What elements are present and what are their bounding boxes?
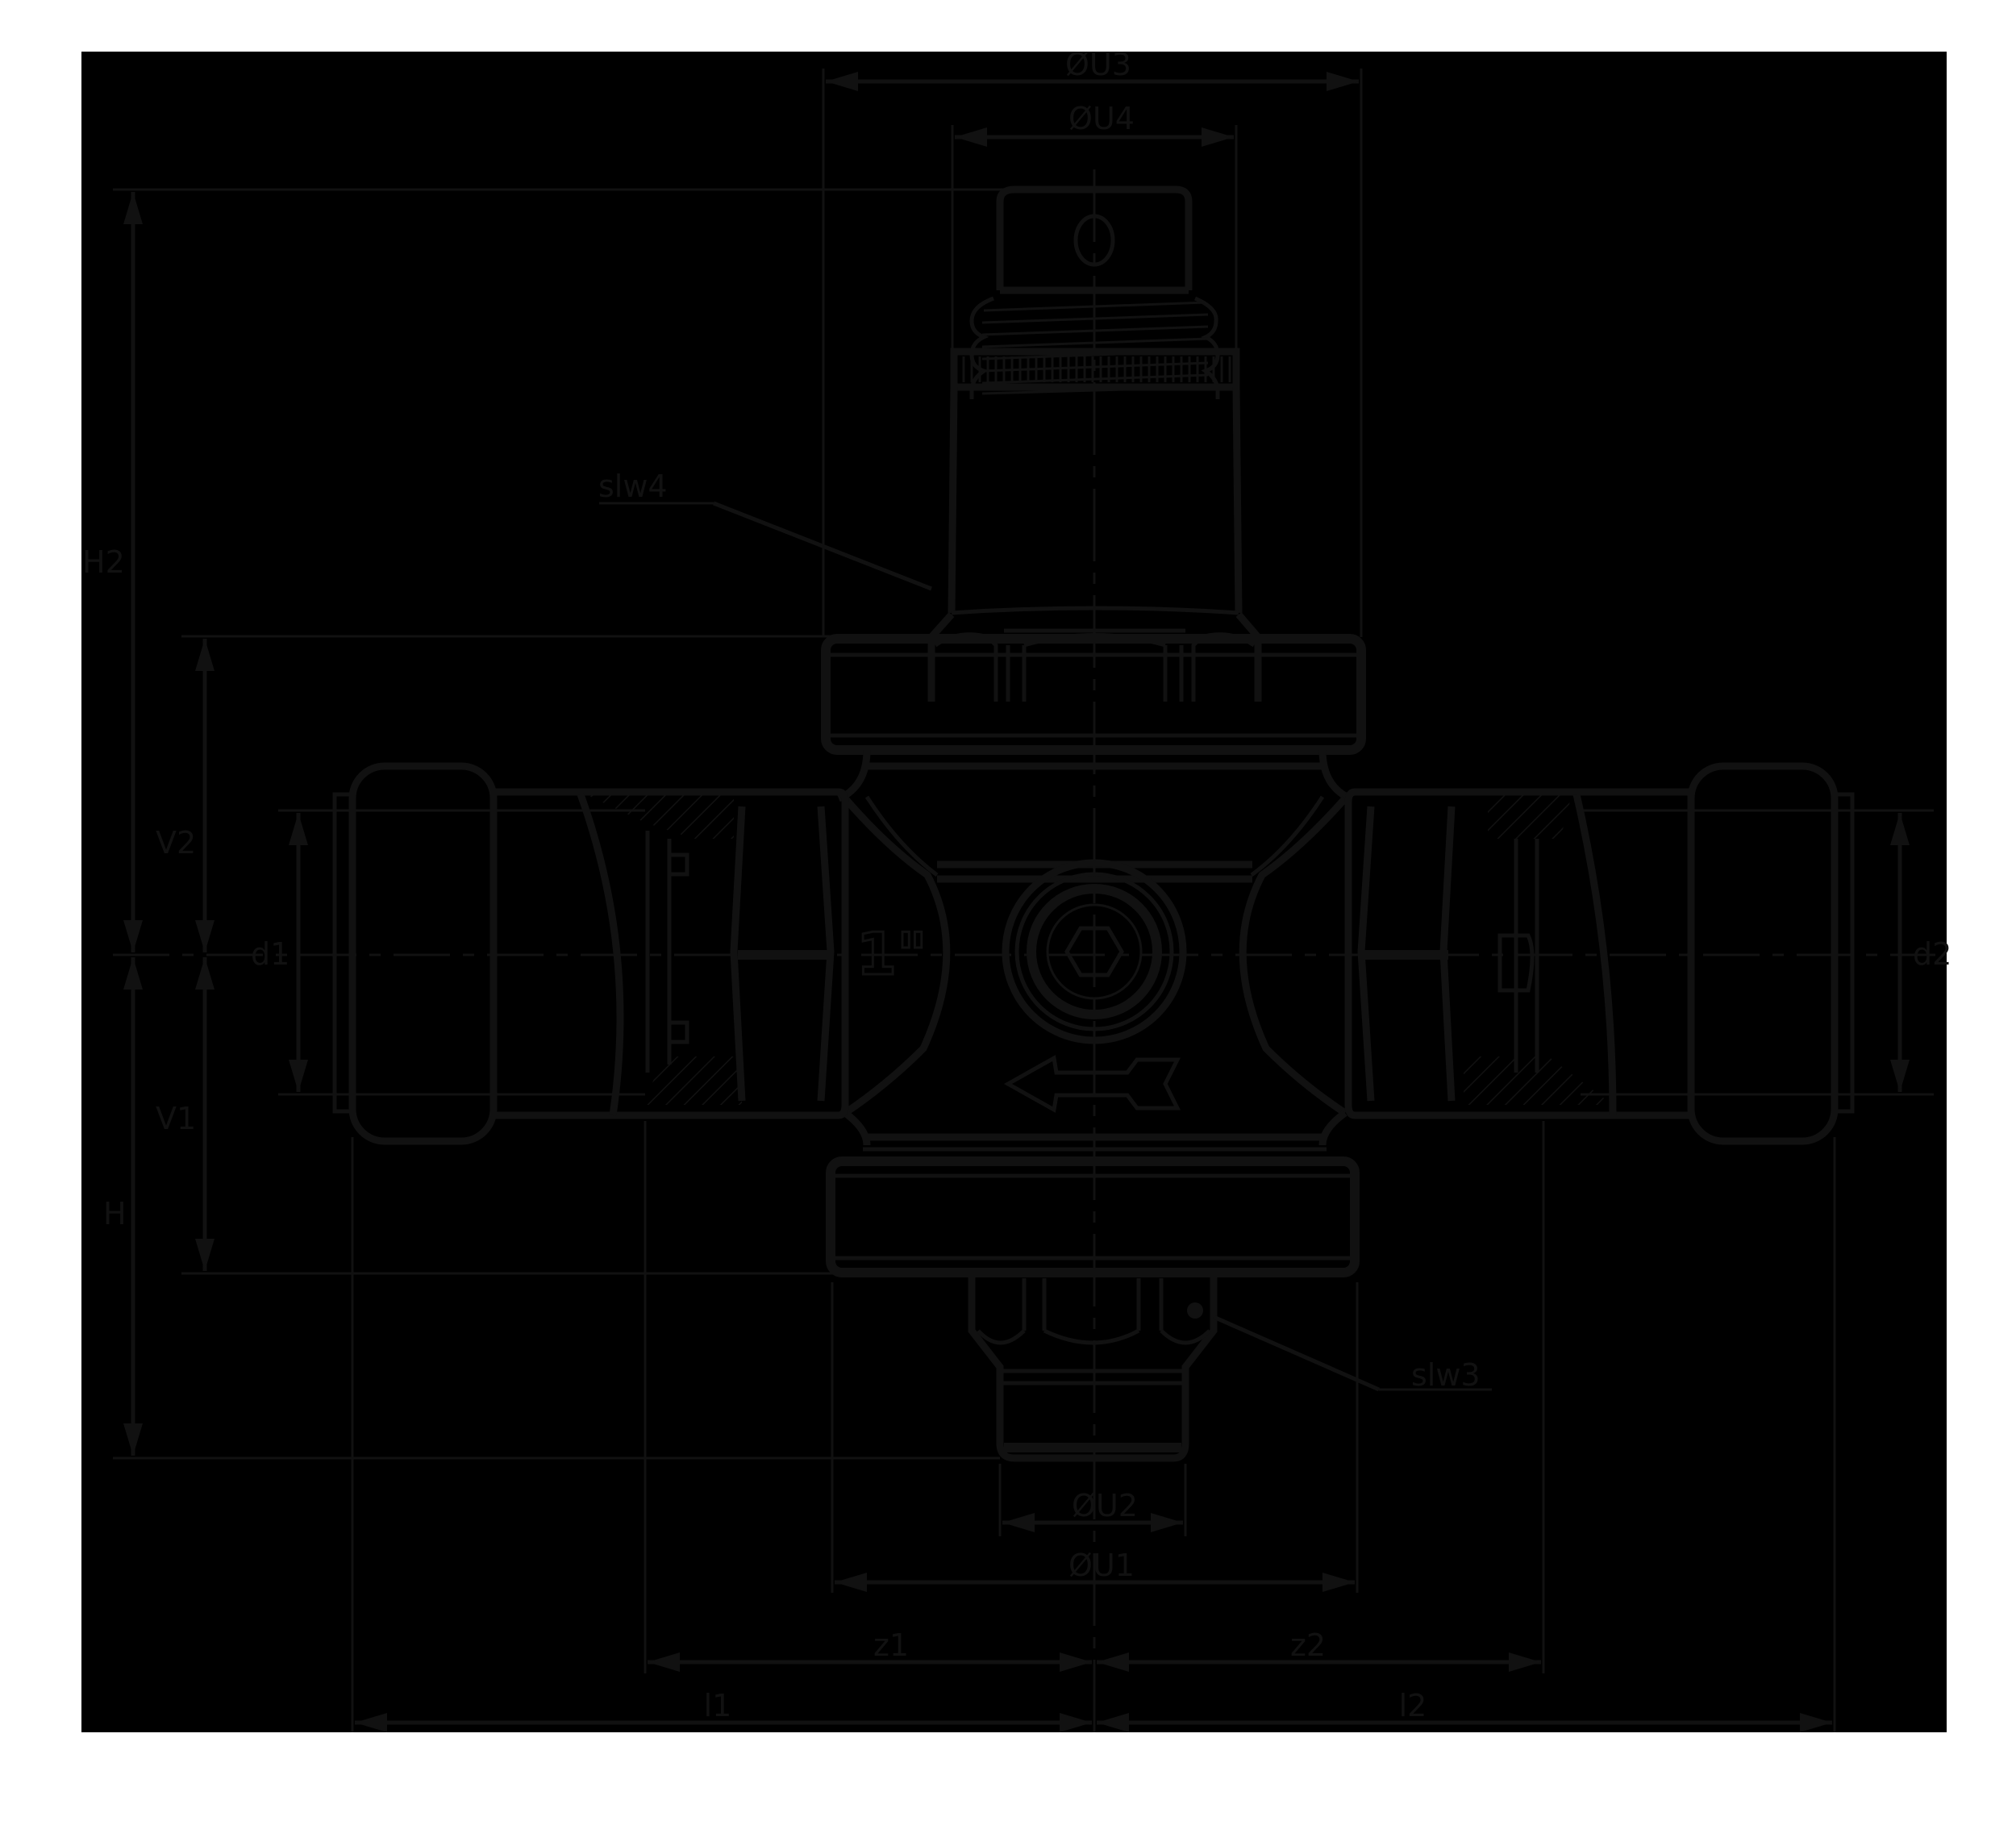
label-l1: l1 bbox=[704, 1688, 732, 1723]
callout-label-slw4: slw4 bbox=[598, 469, 668, 504]
dimension-V1: V1 bbox=[156, 957, 215, 1271]
dimension-U2: ØU2 bbox=[1002, 1488, 1183, 1532]
label-z1: z1 bbox=[873, 1627, 909, 1663]
label-U4: ØU4 bbox=[1068, 101, 1135, 136]
drain-hex-nut bbox=[968, 1273, 1218, 1462]
callout-slw3: slw3 bbox=[1212, 1315, 1492, 1393]
label-l2: l2 bbox=[1399, 1688, 1427, 1723]
size-marking: 1" bbox=[856, 920, 927, 988]
right-union-connection bbox=[1344, 762, 1855, 1145]
dimension-l1: l1 bbox=[355, 1688, 1092, 1732]
center-lines bbox=[113, 169, 1935, 1732]
label-V1: V1 bbox=[156, 1101, 196, 1136]
label-U2: ØU2 bbox=[1072, 1488, 1138, 1523]
label-d2: d2 bbox=[1913, 936, 1951, 972]
label-U1: ØU1 bbox=[1068, 1548, 1135, 1583]
left-union-connection bbox=[332, 762, 849, 1145]
dimension-V2: V2 bbox=[156, 639, 215, 952]
dimension-z2: z2 bbox=[1097, 1627, 1541, 1672]
label-V2: V2 bbox=[156, 825, 196, 860]
upper-housing bbox=[821, 634, 1366, 755]
label-H2: H2 bbox=[82, 544, 125, 580]
label-U3: ØU3 bbox=[1065, 47, 1131, 82]
extension-lines bbox=[113, 69, 1934, 1732]
dimension-d1: d1 bbox=[251, 813, 308, 1092]
callout-slw4: slw4 bbox=[598, 469, 932, 591]
label-z2: z2 bbox=[1290, 1627, 1326, 1663]
dimension-U3: ØU3 bbox=[826, 47, 1359, 91]
adjustment-cap bbox=[948, 185, 1243, 615]
gauge-port-plug bbox=[1002, 859, 1187, 1044]
dimension-H2: H2 bbox=[82, 192, 143, 952]
dimension-U4: ØU4 bbox=[955, 101, 1234, 147]
dimension-H: H bbox=[103, 957, 143, 1456]
callout-label-slw3: slw3 bbox=[1411, 1357, 1481, 1393]
hex-socket-icon bbox=[1064, 926, 1124, 977]
label-H: H bbox=[103, 1196, 127, 1231]
dimension-z1: z1 bbox=[648, 1627, 1092, 1672]
dimension-U1: ØU1 bbox=[835, 1548, 1355, 1592]
lower-housing bbox=[826, 1156, 1360, 1277]
dimension-l2: l2 bbox=[1097, 1688, 1832, 1732]
dimension-d2: d2 bbox=[1890, 813, 1951, 1092]
drawing-background bbox=[81, 52, 1947, 1732]
flow-direction-arrow-icon bbox=[1003, 1055, 1181, 1113]
label-d1: d1 bbox=[251, 936, 289, 972]
